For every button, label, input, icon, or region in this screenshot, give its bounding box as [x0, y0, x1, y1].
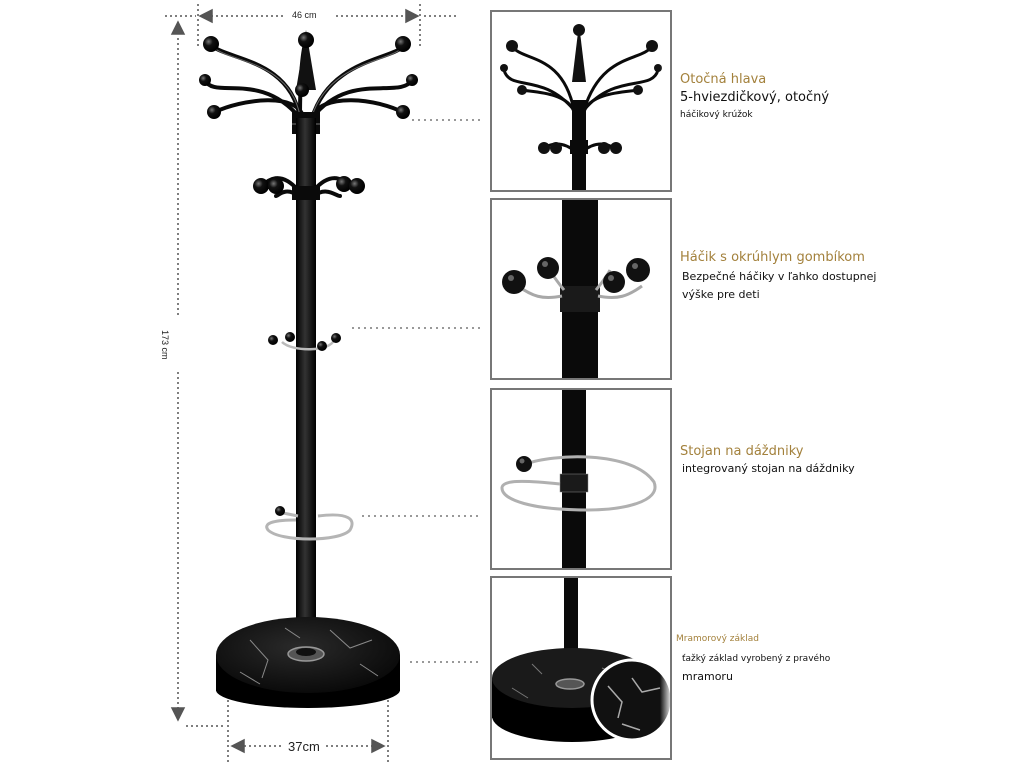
width-label: 46 cm	[292, 10, 317, 20]
detail-panel-marble-base	[490, 576, 672, 760]
detail-panel-umbrella	[490, 388, 672, 570]
coat-rack-illustration	[165, 4, 480, 762]
feature-desc-knob-hooks-1: Bezpečné háčiky v ľahko dostupnej	[682, 270, 877, 283]
feature-desc-marble-base-1: ťažký základ vyrobený z pravého	[682, 654, 831, 664]
feature-desc-head-1: 5-hviezdičkový, otočný	[680, 90, 830, 105]
feature-title-marble-base: Mramorový základ	[676, 634, 759, 644]
feature-desc-head-2: háčikový krúžok	[680, 110, 753, 120]
upper-knobs	[199, 36, 418, 119]
feature-desc-knob-hooks-2: výške pre deti	[682, 288, 760, 301]
height-label: 173 cm	[160, 330, 170, 360]
width-dimension-line	[165, 4, 456, 48]
umbrella-ring	[265, 506, 354, 541]
base-dimension-line	[186, 700, 389, 762]
feature-title-umbrella: Stojan na dáždniky	[680, 444, 804, 459]
kid-hook-ring	[268, 332, 341, 351]
main-pole	[296, 118, 316, 658]
detail-panel-head	[490, 10, 672, 192]
feature-title-head: Otočná hlava	[680, 72, 767, 87]
feature-desc-umbrella-1: integrovaný stojan na dáždniky	[682, 462, 855, 475]
finial	[296, 30, 316, 90]
base-width-label: 37cm	[288, 739, 320, 754]
feature-desc-marble-base-2: mramoru	[682, 670, 733, 683]
feature-title-knob-hooks: Háčik s okrúhlym gombíkom	[680, 250, 865, 265]
marble-base	[216, 617, 400, 708]
height-dimension-line	[170, 20, 186, 722]
detail-panel-knob-hooks	[490, 198, 672, 380]
